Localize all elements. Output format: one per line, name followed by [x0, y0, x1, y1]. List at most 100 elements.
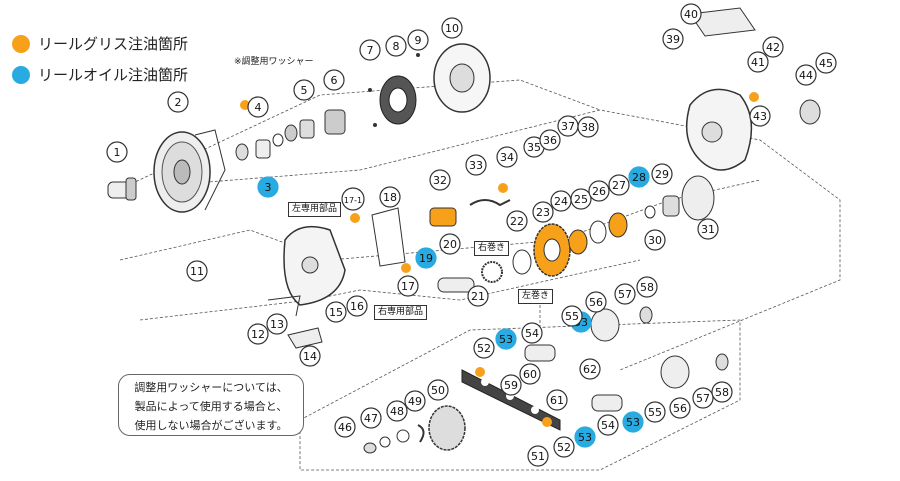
- callout-number: 40: [684, 8, 698, 21]
- grease-point-marker: [350, 213, 360, 223]
- callout-number: 13: [270, 318, 284, 331]
- callout-circle: [500, 374, 522, 396]
- callout-part-8: 8: [385, 35, 407, 57]
- callout-circle: [680, 3, 702, 25]
- callout-part-34: 34: [496, 146, 518, 168]
- callout-part-44: 44: [795, 64, 817, 86]
- callout-part-53: 53: [622, 411, 644, 433]
- callout-number: 11: [190, 265, 204, 278]
- callout-part-56: 56: [669, 397, 691, 419]
- callout-part-18: 18: [379, 186, 401, 208]
- grease-point-marker: [443, 211, 453, 221]
- callout-part-48: 48: [386, 400, 408, 422]
- part-20-shaft: [437, 277, 475, 293]
- grease-point-marker: [498, 183, 508, 193]
- callout-part-4: 4: [247, 96, 269, 118]
- part-1-handle-knob: [107, 177, 137, 201]
- part-51-handle-arm: [461, 369, 561, 431]
- callout-circle: [106, 141, 128, 163]
- callout-circle: [815, 52, 837, 74]
- callout-part-32: 32: [429, 169, 451, 191]
- part-40-bracket: [689, 7, 756, 37]
- callout-circle: [749, 105, 771, 127]
- callout-circle: [539, 129, 561, 151]
- callout-circle: [386, 400, 408, 422]
- callout-number: 27: [612, 179, 626, 192]
- callout-part-57: 57: [614, 283, 636, 305]
- part-2-spool: [153, 129, 226, 213]
- part-21-ratchet: [481, 261, 503, 283]
- callout-circle: [662, 28, 684, 50]
- callout-number: 37: [561, 120, 575, 133]
- note-line-1: 調整用ワッシャーについては、: [134, 381, 288, 394]
- callout-circle: [669, 397, 691, 419]
- callout-number: 1: [114, 146, 121, 159]
- callout-circle: [359, 39, 381, 61]
- callout-number: 30: [648, 234, 662, 247]
- callout-number: 38: [581, 121, 595, 134]
- callout-number: 17: [401, 280, 415, 293]
- tag-right-wind: 右巻き: [474, 241, 510, 256]
- callout-circle: [467, 285, 489, 307]
- callout-circle: [570, 188, 592, 210]
- callout-circle: [397, 275, 419, 297]
- callout-part-53: 53: [574, 426, 596, 448]
- callout-part-3: 3: [257, 176, 279, 198]
- callout-number: 41: [751, 56, 765, 69]
- callout-circle: [747, 51, 769, 73]
- callout-number: 28: [632, 171, 646, 184]
- legend-grease-marker: [12, 34, 30, 53]
- callout-part-61: 61: [546, 389, 568, 411]
- callout-circle: [429, 169, 451, 191]
- callout-circle: [379, 186, 401, 208]
- callout-part-20: 20: [439, 233, 461, 255]
- callout-circle: [323, 69, 345, 91]
- callout-part-30: 30: [644, 229, 666, 251]
- callout-part-37: 37: [557, 115, 579, 137]
- callout-number: 31: [701, 223, 715, 236]
- callout-number: 12: [251, 328, 265, 341]
- callout-circle: [762, 36, 784, 58]
- callout-number: 60: [523, 368, 537, 381]
- callout-circle: [588, 180, 610, 202]
- callout-circle: [574, 426, 596, 448]
- callout-part-38: 38: [577, 116, 599, 138]
- grease-point-marker: [401, 263, 411, 273]
- callout-number: 52: [557, 441, 571, 454]
- callout-part-19: 19: [415, 247, 437, 269]
- callout-number: 54: [525, 327, 539, 340]
- callout-circle: [628, 166, 650, 188]
- callout-part-39: 39: [662, 28, 684, 50]
- callout-part-24: 24: [550, 190, 572, 212]
- callout-number: 45: [819, 57, 833, 70]
- callout-part-60: 60: [519, 363, 541, 385]
- callout-number: 49: [408, 395, 422, 408]
- callout-part-52: 52: [473, 337, 495, 359]
- callout-number: 53: [578, 431, 592, 444]
- callout-part-62: 62: [579, 358, 601, 380]
- callout-part-14: 14: [299, 345, 321, 367]
- callout-part-41: 41: [747, 51, 769, 73]
- callout-circle: [473, 337, 495, 359]
- callout-number: 6: [331, 74, 338, 87]
- callout-number: 54: [601, 419, 615, 432]
- callout-circle: [415, 247, 437, 269]
- callout-number: 42: [766, 41, 780, 54]
- callout-number: 7: [367, 44, 374, 57]
- callout-circle: [293, 79, 315, 101]
- callout-part-35: 35: [523, 136, 545, 158]
- callout-part-49: 49: [404, 390, 426, 412]
- legend-grease: リールグリス注油箇所: [12, 33, 188, 54]
- grease-point-marker: [542, 417, 552, 427]
- callout-circle: [622, 411, 644, 433]
- callout-part-25: 25: [570, 188, 592, 210]
- callout-number: 46: [338, 421, 352, 434]
- callout-circle: [266, 313, 288, 335]
- callout-number: 5: [301, 84, 308, 97]
- callout-number: 47: [364, 412, 378, 425]
- parts-24-29-drag-stack: [568, 175, 715, 255]
- callout-part-54: 54: [521, 322, 543, 344]
- callout-number: 32: [433, 174, 447, 187]
